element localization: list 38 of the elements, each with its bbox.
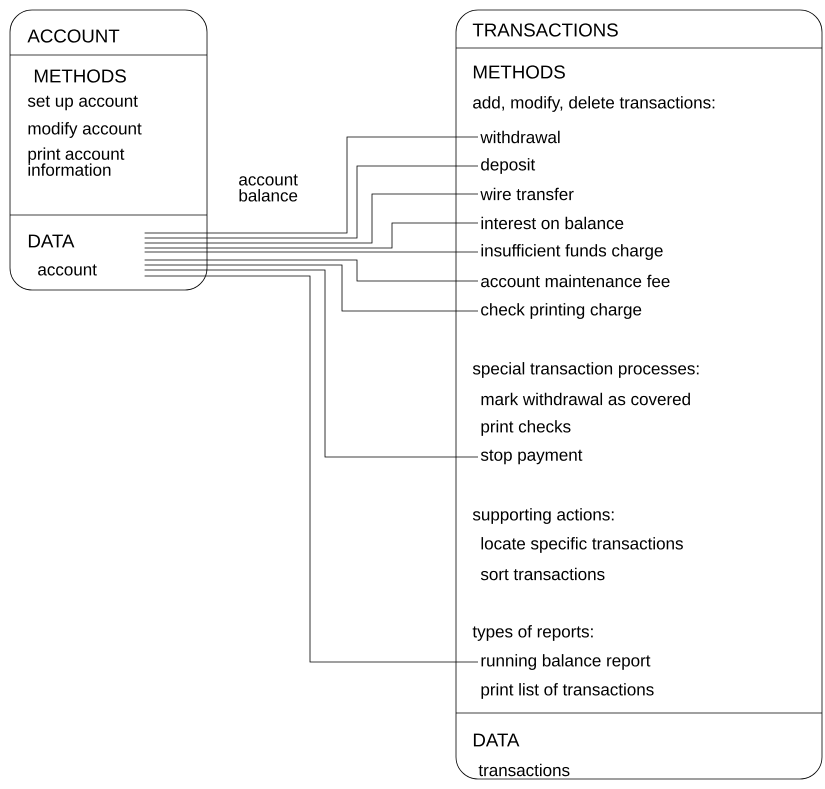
list-item: print account information xyxy=(28,147,124,176)
list-item: print checks xyxy=(482,420,570,436)
connector-line xyxy=(144,194,478,244)
list-item: check printing charge xyxy=(481,303,642,319)
list-item: modify account xyxy=(28,122,142,138)
list-item: add, modify, delete transactions: xyxy=(473,96,714,112)
connector-line xyxy=(144,264,478,312)
list-item: wire transfer xyxy=(480,188,574,200)
section-heading: DATA xyxy=(474,734,520,746)
list-item: locate specific transactions xyxy=(482,537,683,553)
list-item: account maintenance fee xyxy=(481,274,670,288)
class-title: TRANSACTIONS xyxy=(472,23,618,37)
list-item: special transaction processes: xyxy=(472,362,699,378)
section-heading: METHODS xyxy=(474,65,565,79)
list-item: print list of transactions xyxy=(482,683,654,699)
connector-line xyxy=(144,270,478,458)
list-item: account xyxy=(38,264,97,276)
list-item: supporting actions: xyxy=(472,508,614,524)
list-item: interest on balance xyxy=(482,216,624,230)
list-item: running balance report xyxy=(482,654,650,670)
list-item: withdrawal xyxy=(480,130,560,144)
list-item: mark withdrawal as covered xyxy=(482,392,690,406)
list-item: set up account xyxy=(28,96,138,110)
list-item: stop payment xyxy=(480,450,582,464)
list-item: insufficient funds charge xyxy=(482,244,663,260)
list-item: deposit xyxy=(481,158,536,174)
list-item: sort transactions xyxy=(480,568,604,580)
data-label: account balance xyxy=(239,174,298,202)
list-item: types of reports: xyxy=(472,625,593,641)
section-heading: DATA xyxy=(28,234,74,248)
connector-line xyxy=(144,222,478,248)
connector-line xyxy=(144,260,478,282)
connector-line xyxy=(144,136,478,234)
class-title: ACCOUNT xyxy=(27,29,120,43)
list-item: transactions xyxy=(478,764,570,776)
connector-line xyxy=(144,276,478,662)
section-heading: METHODS xyxy=(34,69,126,83)
connector-line xyxy=(144,166,478,238)
